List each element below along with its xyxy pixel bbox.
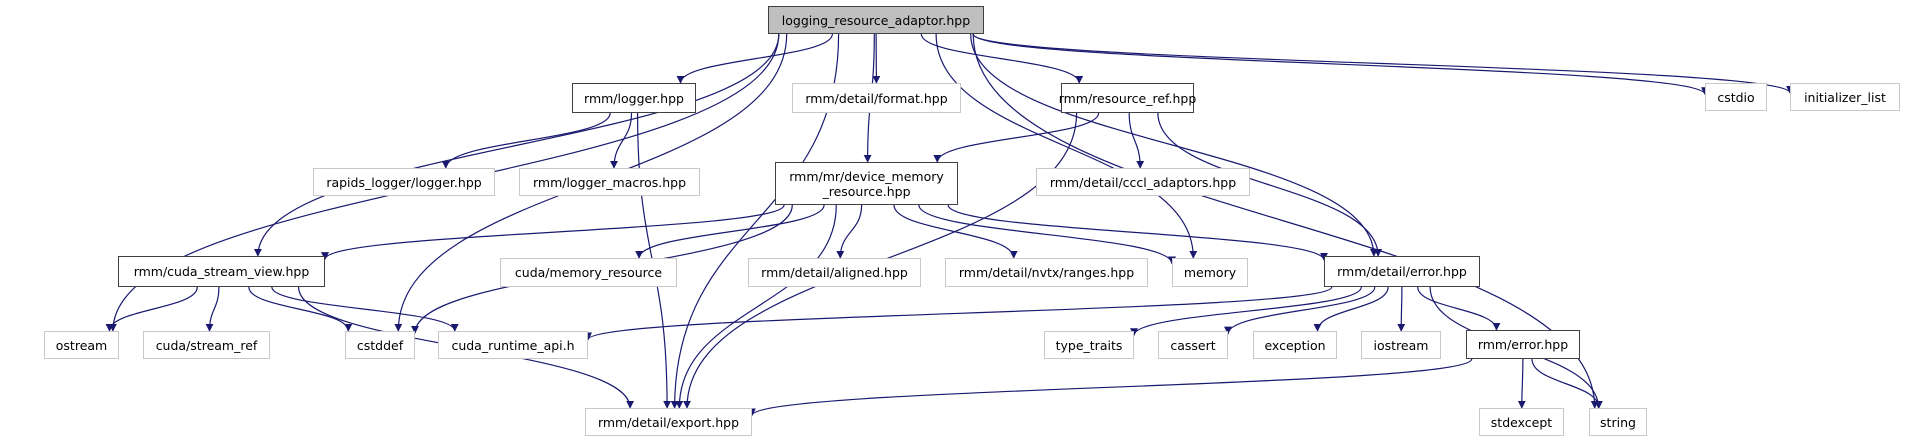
edge-derror-to-error: [1417, 286, 1501, 331]
node-label: cuda/stream_ref: [155, 337, 258, 353]
edge-logger-to-rapids_logger: [441, 112, 611, 169]
node-label: logging_resource_adaptor.hpp: [781, 12, 971, 28]
edge-derror-to-cuda_rt: [584, 286, 1333, 341]
node-cuda-runtime-api[interactable]: cuda_runtime_api.h: [438, 331, 588, 359]
edge-resource_ref-to-dmr: [933, 112, 1100, 163]
edge-dmr-to-aligned: [836, 204, 863, 259]
node-rapids-logger[interactable]: rapids_logger/logger.hpp: [313, 168, 495, 196]
edge-resource_ref-to-cccl: [1128, 112, 1145, 169]
edge-csv-to-stream_ref: [205, 286, 220, 332]
node-cuda-stream-ref[interactable]: cuda/stream_ref: [143, 331, 270, 359]
node-label: type_traits: [1055, 337, 1123, 353]
edge-derror-to-type_traits: [1130, 286, 1362, 337]
edge-root-to-derror: [970, 33, 1378, 257]
node-label: string: [1600, 414, 1636, 430]
edge-dmr-to-nvtx: [893, 204, 1018, 259]
node-rmm-error[interactable]: rmm/error.hpp: [1466, 330, 1580, 359]
node-label: stdexcept: [1490, 414, 1553, 430]
edge-derror-to-cassert: [1224, 286, 1376, 335]
node-label: rmm/logger_macros.hpp: [532, 174, 687, 190]
edge-dmr-to-export: [675, 204, 837, 409]
edge-root-to-memory: [935, 33, 1198, 259]
node-rmm-detail-aligned[interactable]: rmm/detail/aligned.hpp: [748, 258, 921, 287]
node-rmm-device-memory-resource[interactable]: rmm/mr/device_memory _resource.hpp: [775, 162, 958, 205]
node-exception[interactable]: exception: [1253, 331, 1337, 359]
node-stdexcept[interactable]: stdexcept: [1479, 408, 1564, 436]
edge-csv-to-ostream: [105, 286, 198, 332]
node-cassert[interactable]: cassert: [1158, 331, 1228, 359]
edge-error-to-string: [1531, 358, 1603, 409]
node-ostream[interactable]: ostream: [44, 331, 119, 359]
edge-derror-to-iostream: [1397, 286, 1406, 332]
edge-dmr-to-derror: [947, 204, 1328, 261]
edge-root-to-resource_ref: [920, 33, 1084, 84]
node-label: rmm/detail/error.hpp: [1337, 264, 1467, 279]
node-rmm-logger[interactable]: rmm/logger.hpp: [572, 83, 696, 113]
node-rmm-resource-ref[interactable]: rmm/resource_ref.hpp: [1058, 83, 1197, 113]
edge-derror-to-exception: [1313, 286, 1389, 332]
node-rmm-detail-export[interactable]: rmm/detail/export.hpp: [585, 408, 752, 436]
edge-csv-to-cstddef: [248, 286, 353, 332]
node-label: rmm/detail/aligned.hpp: [761, 265, 908, 280]
node-cstddef[interactable]: cstddef: [345, 331, 415, 359]
node-rmm-detail-nvtx-ranges[interactable]: rmm/detail/nvtx/ranges.hpp: [945, 258, 1148, 287]
edge-resource_ref-to-derror: [1157, 112, 1383, 257]
node-label: iostream: [1373, 337, 1429, 353]
node-label: cuda_runtime_api.h: [451, 337, 575, 353]
node-rmm-detail-format[interactable]: rmm/detail/format.hpp: [792, 83, 961, 113]
node-logging-resource-adaptor[interactable]: logging_resource_adaptor.hpp: [768, 6, 984, 34]
node-label: rmm/detail/cccl_adaptors.hpp: [1049, 174, 1237, 190]
edge-logger-to-logger_macros: [610, 112, 633, 169]
edge-error-to-export: [748, 358, 1473, 417]
node-label: rapids_logger/logger.hpp: [326, 174, 482, 190]
edge-root-to-initializer_list: [972, 33, 1794, 94]
node-rmm-logger-macros[interactable]: rmm/logger_macros.hpp: [519, 168, 700, 196]
node-initializer-list[interactable]: initializer_list: [1790, 83, 1900, 111]
node-label: rmm/mr/device_memory _resource.hpp: [789, 168, 944, 199]
node-memory[interactable]: memory: [1172, 258, 1248, 287]
node-label: cstddef: [356, 337, 404, 353]
node-label: rmm/detail/export.hpp: [597, 414, 740, 430]
node-label: memory: [1183, 265, 1237, 280]
node-label: exception: [1264, 337, 1326, 353]
edge-root-to-cstdio: [972, 33, 1709, 96]
node-label: rmm/detail/nvtx/ranges.hpp: [958, 265, 1135, 280]
node-label: cuda/memory_resource: [514, 265, 663, 280]
edge-dmr-to-memory: [918, 204, 1176, 265]
edge-csv-to-cuda_rt: [271, 286, 459, 332]
node-label: rmm/cuda_stream_view.hpp: [133, 264, 310, 279]
node-label: rmm/detail/format.hpp: [805, 90, 948, 106]
node-rmm-cuda-stream-view[interactable]: rmm/cuda_stream_view.hpp: [118, 256, 325, 287]
node-string[interactable]: string: [1589, 408, 1647, 436]
node-cstdio[interactable]: cstdio: [1705, 83, 1767, 111]
node-label: cassert: [1170, 337, 1216, 353]
node-label: initializer_list: [1804, 89, 1886, 105]
node-cuda-memory-resource[interactable]: cuda/memory_resource: [500, 258, 677, 287]
node-type-traits[interactable]: type_traits: [1044, 331, 1134, 359]
edge-dmr-to-csv: [321, 204, 785, 261]
node-iostream[interactable]: iostream: [1361, 331, 1441, 359]
node-label: rmm/error.hpp: [1477, 337, 1569, 352]
node-label: ostream: [55, 337, 108, 353]
node-label: rmm/logger.hpp: [584, 90, 684, 106]
node-rmm-detail-cccl-adaptors[interactable]: rmm/detail/cccl_adaptors.hpp: [1036, 168, 1250, 196]
edge-root-to-logger: [676, 33, 833, 84]
node-label: cstdio: [1717, 89, 1755, 105]
node-label: rmm/resource_ref.hpp: [1058, 90, 1197, 106]
edge-dmr-to-cuda_mr: [635, 204, 825, 259]
node-rmm-detail-error[interactable]: rmm/detail/error.hpp: [1324, 256, 1480, 287]
edge-root-to-csv: [253, 33, 780, 257]
edge-error-to-stdexcept: [1517, 358, 1526, 409]
